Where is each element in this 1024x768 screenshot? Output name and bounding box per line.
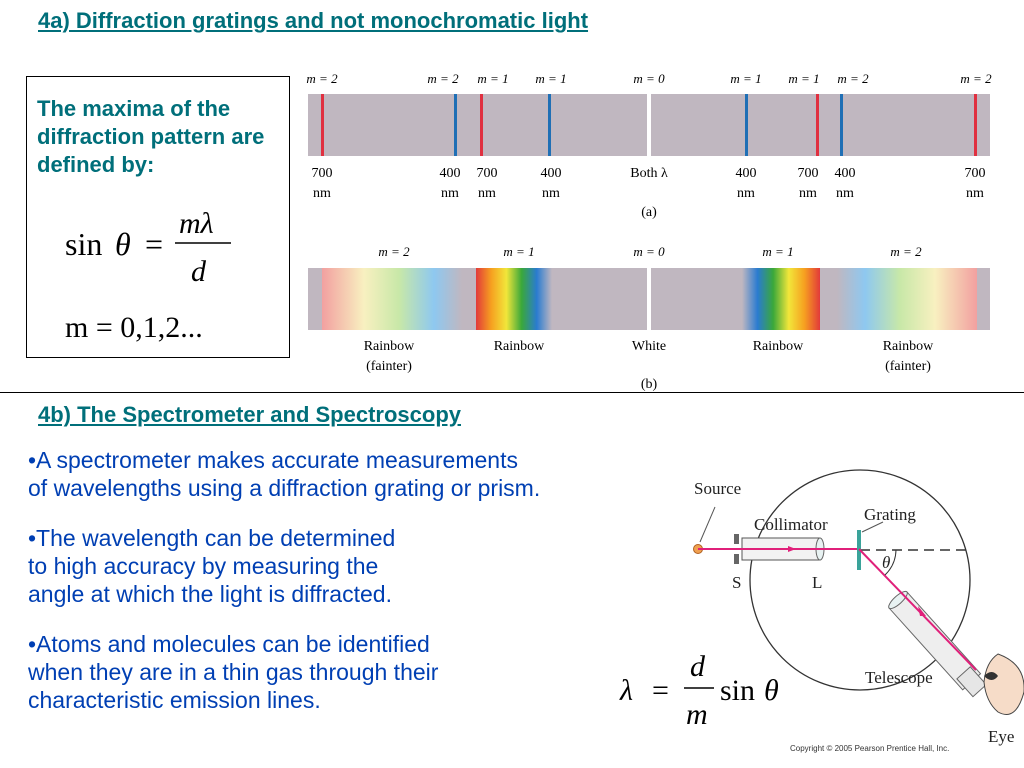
a-top-label-4: m = 1 (535, 71, 566, 86)
b-bottom-label-4-top: Rainbow (753, 339, 804, 354)
b-bottom-label-1-top: Rainbow (364, 339, 415, 354)
grating-pointer (861, 521, 884, 533)
a-top-label-5: m = 0 (633, 71, 665, 86)
a-bottom-label-8-bot: nm (836, 186, 854, 201)
a-top-label-3: m = 1 (477, 71, 508, 86)
source-pointer (699, 506, 716, 543)
panel-a-caption: (a) (641, 205, 657, 220)
label-slit-s: S (732, 573, 741, 592)
rainbow-m2-left (322, 268, 462, 330)
beam-arrow-2 (918, 606, 926, 616)
a-top-label-7: m = 1 (788, 71, 819, 86)
formula-sin: sin (65, 226, 102, 262)
b-top-label-5: m = 2 (890, 244, 922, 259)
b-top-label-2: m = 1 (503, 244, 534, 259)
b-top-label-1: m = 2 (378, 244, 410, 259)
bullet-3: •Atoms and molecules can be identified w… (28, 631, 439, 713)
spectrometer-circle (749, 469, 971, 691)
a-bottom-label-3-top: 700 (477, 166, 498, 181)
line-m2-blue-left (454, 94, 457, 156)
bullet-2: •The wavelength can be determined to hig… (28, 525, 396, 607)
a-top-label-1: m = 2 (306, 71, 338, 86)
a-bottom-label-4-bot: nm (542, 186, 560, 201)
formula-eq: = (145, 226, 163, 262)
bullet-list: •A spectrometer makes accurate measureme… (28, 446, 678, 736)
label-eye: Eye (988, 727, 1014, 746)
a-bottom-label-1-bot: nm (313, 186, 331, 201)
formula-b-eq: = (652, 674, 669, 707)
a-bottom-label-6-top: 400 (736, 166, 757, 181)
diffracted-beam (858, 548, 977, 671)
formula-b-theta: θ (764, 674, 779, 707)
bullet-1: •A spectrometer makes accurate measureme… (28, 447, 541, 501)
diffraction-pattern-figure: m = 2 m = 2 m = 1 m = 1 m = 0 m = 1 m = … (306, 71, 992, 392)
formula-lambda: λ (619, 674, 633, 707)
label-source: Source (694, 479, 741, 498)
line-m1-red-left (480, 94, 483, 156)
label-grating: Grating (864, 505, 916, 524)
a-bottom-label-7-top: 700 (798, 166, 819, 181)
spectrometer-diagram: Source Collimator Grating S L θ Telescop… (619, 469, 1024, 746)
formula-b-sin: sin (720, 674, 755, 707)
line-m2-blue-right (840, 94, 843, 156)
white-m0 (647, 268, 651, 330)
formula-b-num: d (690, 650, 706, 683)
a-bottom-label-2-bot: nm (441, 186, 459, 201)
a-top-label-2: m = 2 (427, 71, 459, 86)
a-bottom-label-6-bot: nm (737, 186, 755, 201)
formula-b-den: m (686, 698, 708, 731)
rainbow-m2-right (837, 268, 977, 330)
a-top-label-9: m = 2 (960, 71, 992, 86)
formula-theta: θ (115, 226, 131, 262)
theta-arc (884, 549, 897, 576)
formula-m-values: m = 0,1,2... (65, 311, 203, 344)
slit-bottom (734, 554, 739, 564)
a-bottom-label-1-top: 700 (312, 166, 333, 181)
section-heading-4a: 4a) Diffraction gratings and not monochr… (38, 8, 589, 33)
b-bottom-label-5-top: Rainbow (883, 339, 934, 354)
label-collimator: Collimator (754, 515, 828, 534)
eye-icon (983, 653, 1024, 715)
copyright-notice: Copyright © 2005 Pearson Prentice Hall, … (790, 744, 950, 753)
grating-formula: sin θ = mλ d m = 0,1,2... (65, 207, 231, 344)
a-bottom-label-3-bot: nm (478, 186, 496, 201)
a-top-label-6: m = 1 (730, 71, 761, 86)
b-top-label-4: m = 1 (762, 244, 793, 259)
a-bottom-label-9-bot: nm (966, 186, 984, 201)
a-bottom-label-2-top: 400 (440, 166, 461, 181)
b-top-label-3: m = 0 (633, 244, 665, 259)
formula-denominator: d (191, 255, 207, 288)
panel-b-caption: (b) (641, 377, 658, 392)
section-heading-4b: 4b) The Spectrometer and Spectroscopy (38, 402, 461, 427)
a-top-label-8: m = 2 (837, 71, 869, 86)
line-m1-blue-right (745, 94, 748, 156)
rainbow-m1-right (742, 268, 820, 330)
line-m2-red-right (974, 94, 977, 156)
a-bottom-label-8-top: 400 (835, 166, 856, 181)
a-bottom-label-4-top: 400 (541, 166, 562, 181)
label-theta: θ (882, 553, 890, 572)
b-bottom-label-3-top: White (632, 339, 666, 354)
telescope (888, 590, 988, 698)
b-bottom-label-1-bot: (fainter) (366, 359, 412, 374)
line-m0-center (647, 94, 651, 156)
rainbow-m1-left (476, 268, 552, 330)
section-divider (0, 392, 1024, 393)
formula-box: The maxima of the diffraction pattern ar… (26, 76, 290, 358)
label-telescope: Telescope (865, 668, 933, 687)
a-bottom-label-9-top: 700 (965, 166, 986, 181)
beam-arrow-1 (788, 546, 796, 552)
b-bottom-label-5-bot: (fainter) (885, 359, 931, 374)
formula-numerator: mλ (179, 207, 214, 240)
a-bottom-label-5-top: Both λ (630, 166, 668, 181)
slit-top (734, 534, 739, 544)
line-m1-blue-left (548, 94, 551, 156)
a-bottom-label-7-bot: nm (799, 186, 817, 201)
line-m1-red-right (816, 94, 819, 156)
b-bottom-label-2-top: Rainbow (494, 339, 545, 354)
line-m2-red-left (321, 94, 324, 156)
box-text: The maxima of the diffraction pattern ar… (37, 96, 265, 177)
label-lens-l: L (812, 573, 822, 592)
